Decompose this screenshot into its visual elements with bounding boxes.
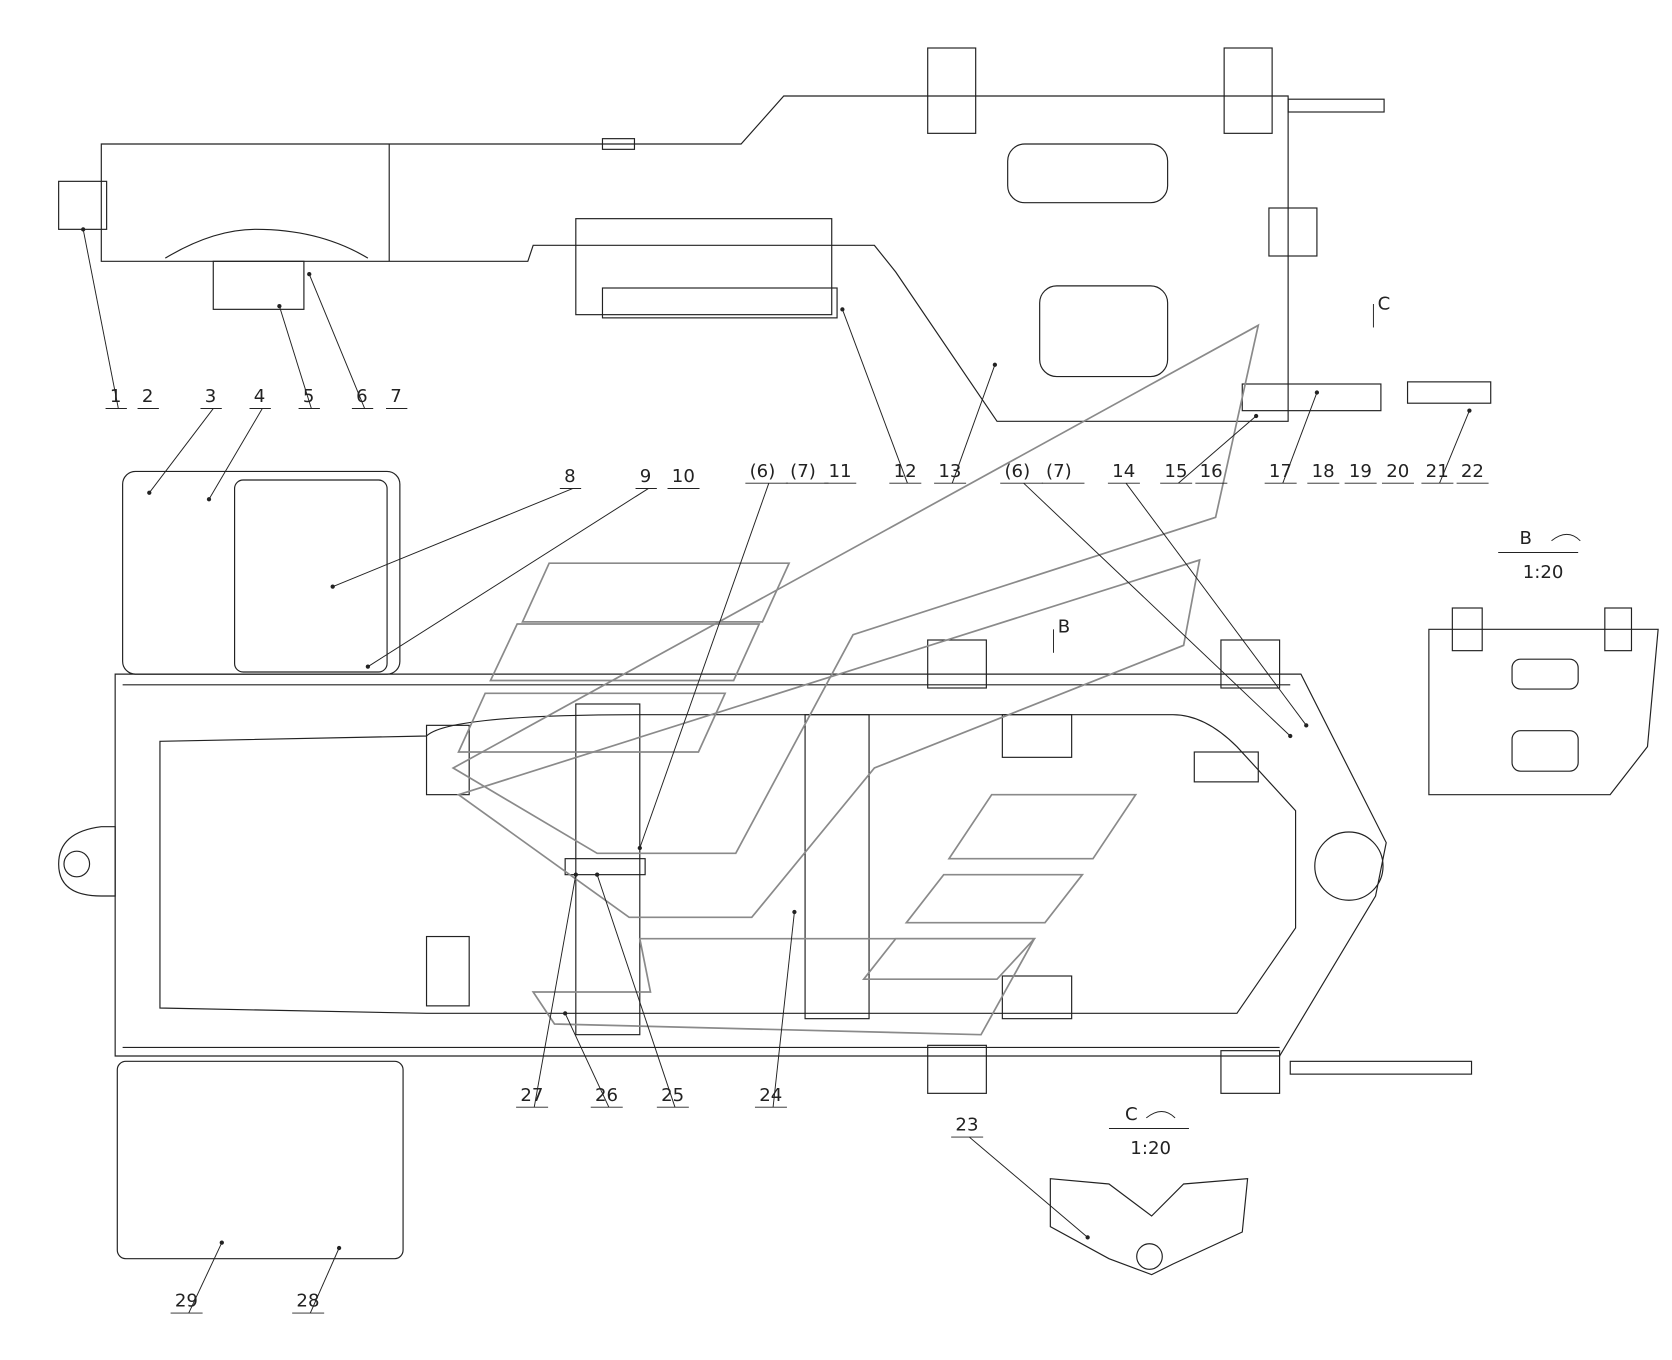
callout-leader [1439, 410, 1470, 484]
callout-label: 25 [661, 1085, 684, 1106]
callout-leader [278, 305, 312, 409]
callout-label: 10 [672, 466, 695, 487]
callout-leader [564, 1013, 610, 1108]
callout-leader [1282, 392, 1318, 484]
callout-dot [1304, 723, 1309, 728]
callout-dot [992, 362, 998, 367]
callout-dot [219, 1240, 224, 1245]
callout-label: 13 [938, 461, 961, 482]
view-c-scale: 1:20 [1130, 1138, 1171, 1159]
detail-view-b: B 1:20 [1428, 528, 1659, 796]
callout-dot [792, 909, 797, 915]
callout-leader [309, 1247, 340, 1314]
callout-label: 9 [640, 466, 652, 487]
callout-leader [1023, 482, 1291, 737]
side-view [58, 47, 1492, 422]
callout-leader [332, 488, 573, 588]
callout-dot [637, 845, 642, 851]
callout-dot [277, 304, 282, 309]
callout-label: 8 [564, 466, 576, 487]
callout-leader [533, 874, 577, 1108]
callout-leader [639, 483, 770, 849]
view-arrow-c: C [1378, 293, 1391, 314]
callout-leader [188, 1242, 223, 1314]
callout-dot [147, 490, 152, 495]
callout-dot [595, 872, 600, 877]
callout-label: 24 [759, 1085, 782, 1106]
callout-label: 19 [1349, 461, 1372, 482]
callout-dot [330, 584, 335, 589]
callout-leader [841, 309, 908, 484]
callout-dot [1467, 408, 1472, 413]
view-arrow-b: B [1058, 617, 1070, 638]
callout-dot [336, 1245, 342, 1251]
callout-label: 22 [1461, 461, 1484, 482]
callout-leader [82, 229, 119, 409]
callout-leader [308, 273, 366, 409]
callout-label: 11 [829, 461, 852, 482]
callout-leader [148, 408, 214, 494]
view-b-scale: 1:20 [1523, 562, 1564, 583]
callout-label: (6) [1004, 461, 1030, 482]
callout-leader [208, 408, 263, 500]
callout-label: 7 [390, 386, 402, 407]
ghost-overlay [451, 323, 1260, 1036]
callout-label: 3 [205, 386, 217, 407]
callout-label: 14 [1112, 461, 1135, 482]
callout-label: 12 [894, 461, 917, 482]
callout-dot [1085, 1235, 1090, 1240]
callout-label: 18 [1312, 461, 1335, 482]
callout-label: 16 [1200, 461, 1223, 482]
callout-dot [573, 872, 578, 877]
callout-label: 27 [520, 1085, 543, 1106]
callout-leader [772, 911, 795, 1108]
top-view [58, 470, 1473, 1260]
callout-dot [840, 307, 845, 312]
callout-dot [563, 1011, 568, 1016]
callout-dot [365, 664, 371, 669]
view-arrows: B C [1053, 293, 1391, 653]
callout-dot [1288, 733, 1293, 739]
callout-label: 4 [254, 386, 266, 407]
callout-leader [1125, 482, 1307, 726]
callout-label: 15 [1164, 461, 1187, 482]
callout-label: (6) [750, 461, 776, 482]
callout-label: 23 [955, 1115, 978, 1136]
callout-label: 6 [356, 386, 368, 407]
callout-dot [206, 497, 212, 502]
callout-label: (7) [790, 461, 816, 482]
view-c-letter: C [1125, 1104, 1138, 1125]
callout-leader [951, 364, 996, 484]
callout-label: 5 [303, 386, 315, 407]
callout-dot [81, 227, 86, 232]
view-b-letter: B [1520, 528, 1532, 549]
callout-dot [307, 272, 312, 277]
callout-label: 20 [1386, 461, 1409, 482]
callout-dot [1254, 413, 1259, 419]
callout-dot [1314, 390, 1320, 395]
callout-label: (7) [1046, 461, 1072, 482]
callout-leader [596, 874, 676, 1108]
callout-label: 21 [1426, 461, 1449, 482]
callout-label: 17 [1269, 461, 1292, 482]
detail-view-c: C 1:20 [1049, 1104, 1249, 1276]
callout-leader [968, 1136, 1088, 1238]
callout-leader [1177, 415, 1257, 484]
callout-leader [367, 488, 649, 668]
callout-label: 2 [142, 386, 154, 407]
